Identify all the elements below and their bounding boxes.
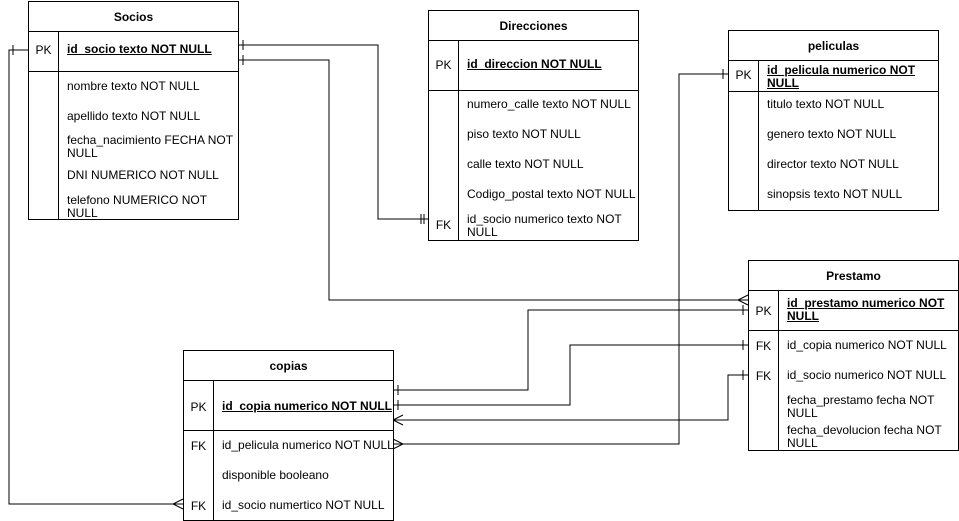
entity-socios[interactable]: Socios PK id_socio texto NOT NULL nombre… xyxy=(28,1,239,220)
field-row: DNI NUMERICO NOT NULL xyxy=(67,168,219,182)
field-row: fecha_prestamo fecha NOT NULL xyxy=(787,393,935,420)
entity-title: Direcciones xyxy=(429,11,638,41)
pk-field: id_pelicula numerico NOT NULL xyxy=(767,63,916,90)
entity-title: Prestamo xyxy=(749,261,958,291)
fk-field: id_pelicula numerico NOT NULL xyxy=(222,438,394,452)
entity-title: peliculas xyxy=(729,31,938,61)
field-row: nombre texto NOT NULL xyxy=(67,79,200,93)
pk-field: id_prestamo numerico NOT NULL xyxy=(787,296,945,323)
edge-socios-prestamo xyxy=(239,55,749,306)
pk-label: PK xyxy=(435,58,452,72)
entity-peliculas[interactable]: peliculas PK id_pelicula numerico NOT NU… xyxy=(728,30,939,211)
entity-prestamo[interactable]: Prestamo PK id_prestamo numerico NOT NUL… xyxy=(748,260,959,451)
fk-label: FK xyxy=(755,339,772,353)
edge-peliculas-copias xyxy=(392,69,728,450)
field-row: director texto NOT NULL xyxy=(767,157,899,171)
pk-field: id_copia numerico NOT NULL xyxy=(222,399,393,413)
field-row: disponible booleano xyxy=(222,468,329,482)
pk-label: PK xyxy=(755,304,772,318)
fk-label: FK xyxy=(190,439,207,453)
pk-label: PK xyxy=(35,43,52,57)
edge-socios-direcciones xyxy=(239,40,428,224)
field-row: fecha_devolucion fecha NOT NULL xyxy=(787,423,942,450)
entity-title: Socios xyxy=(29,2,238,32)
entity-direcciones[interactable]: Direcciones PK id_direccion NOT NULL num… xyxy=(428,10,639,241)
entity-copias[interactable]: copias PK id_copia numerico NOT NULL FK … xyxy=(183,350,394,521)
field-row: calle texto NOT NULL xyxy=(467,157,584,171)
field-row: telefono NUMERICO NOT NULL xyxy=(67,193,207,220)
edge-socios-copias xyxy=(8,45,184,510)
field-row: fecha_nacimiento FECHA NOT NULL xyxy=(67,133,233,160)
edge-copias-prestamo-copia xyxy=(393,340,748,410)
field-row: titulo texto NOT NULL xyxy=(767,97,885,111)
fk-field: id_copia numerico NOT NULL xyxy=(787,338,947,352)
pk-label: PK xyxy=(735,68,752,82)
fk-field: id_socio numertico NOT NULL xyxy=(222,498,385,512)
pk-field: id_direccion NOT NULL xyxy=(467,57,602,71)
fk-field: id_socio numerico texto NOT NULL xyxy=(467,212,622,239)
edge-copias-prestamo-pk xyxy=(393,305,748,395)
fk-field: id_socio numerico NOT NULL xyxy=(787,368,947,382)
field-row: numero_calle texto NOT NULL xyxy=(467,97,631,111)
field-row: apellido texto NOT NULL xyxy=(67,109,201,123)
field-row: sinopsis texto NOT NULL xyxy=(767,187,903,201)
pk-label: PK xyxy=(190,400,207,414)
entity-title: copias xyxy=(184,351,393,381)
fk-label: FK xyxy=(435,218,452,232)
field-row: Codigo_postal texto NOT NULL xyxy=(467,187,636,201)
field-row: genero texto NOT NULL xyxy=(767,127,897,141)
pk-field: id_socio texto NOT NULL xyxy=(67,42,212,56)
fk-label: FK xyxy=(190,499,207,513)
field-row: piso texto NOT NULL xyxy=(467,127,581,141)
fk-label: FK xyxy=(755,369,772,383)
